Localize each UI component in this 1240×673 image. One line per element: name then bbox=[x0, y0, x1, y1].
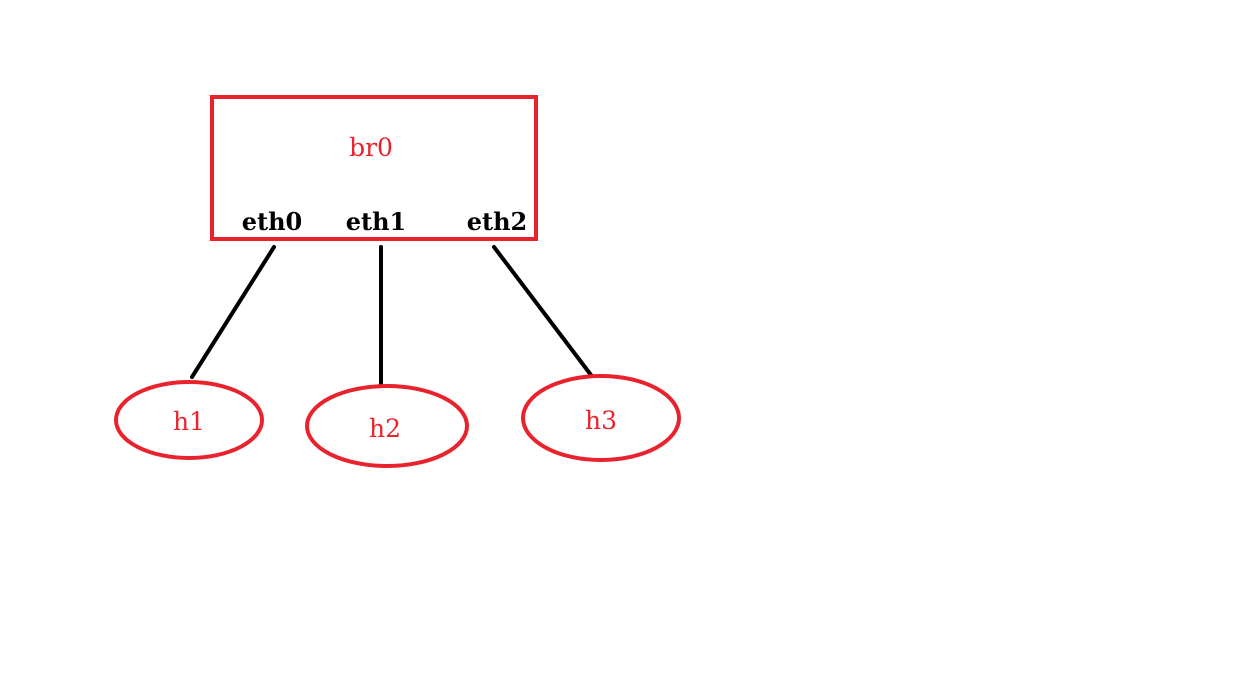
bridge-box bbox=[210, 95, 538, 241]
port-label-eth1: eth1 bbox=[346, 207, 407, 236]
link-eth0-h1 bbox=[190, 245, 276, 379]
host-node-h3 bbox=[521, 374, 681, 462]
host-label-h3: h3 bbox=[585, 406, 617, 435]
host-label-h2: h2 bbox=[369, 414, 401, 443]
host-node-h1 bbox=[114, 380, 264, 460]
host-label-h1: h1 bbox=[173, 407, 205, 436]
link-eth2-h3 bbox=[492, 245, 593, 377]
host-node-h2 bbox=[305, 384, 469, 468]
port-label-eth2: eth2 bbox=[467, 207, 528, 236]
port-label-eth0: eth0 bbox=[242, 207, 303, 236]
bridge-label: br0 bbox=[349, 133, 393, 162]
